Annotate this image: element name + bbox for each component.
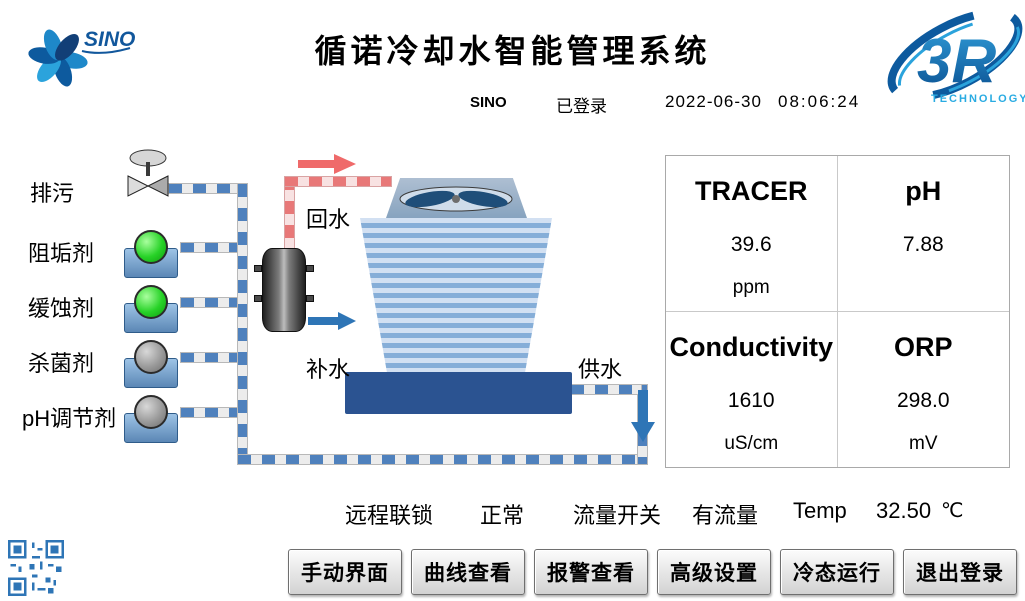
metric-unit: ppm xyxy=(732,277,770,298)
label-corrosion-inhibitor: 缓蚀剂 xyxy=(28,296,95,321)
3r-logo-text: 3R xyxy=(917,27,996,96)
pipe-pump1-stub xyxy=(180,242,238,253)
metric-cell-tracer: TRACER 39.6 ppm xyxy=(666,156,838,312)
cold-run-button[interactable]: 冷态运行 xyxy=(780,549,894,595)
cooling-tower-fan-housing xyxy=(386,178,527,218)
label-scale-inhibitor: 阻垢剂 xyxy=(28,241,95,266)
metric-cell-ph: pH 7.88 xyxy=(837,156,1009,312)
pump-status-indicator xyxy=(134,340,168,374)
pump-biocide[interactable] xyxy=(122,340,180,388)
interlock-value: 正常 xyxy=(480,503,525,528)
metric-cell-conductivity: Conductivity 1610 uS/cm xyxy=(666,311,838,467)
flow-switch-label: 流量开关 xyxy=(573,503,662,528)
pump-corrosion-inhibitor[interactable] xyxy=(122,285,180,333)
metric-value: 7.88 xyxy=(902,233,944,256)
login-status: 已登录 xyxy=(556,97,607,116)
label-makeup-water: 补水 xyxy=(306,357,351,382)
supply-flow-arrow-icon xyxy=(631,390,655,442)
drain-valve[interactable] xyxy=(124,148,172,204)
metric-value: 298.0 xyxy=(896,388,950,412)
pipe-pump4-stub xyxy=(180,407,238,418)
advanced-settings-button[interactable]: 高级设置 xyxy=(657,549,771,595)
metric-name: pH xyxy=(905,176,942,206)
cooling-tower-body xyxy=(360,218,552,372)
filter-vessel[interactable] xyxy=(254,248,314,332)
metrics-panel: TRACER 39.6 ppm pH 7.88 Conductivity 161… xyxy=(665,155,1010,468)
label-return-water: 回水 xyxy=(306,207,351,232)
3r-technology-logo: 3R TECHNOLOGY xyxy=(887,8,1025,105)
alarm-view-button[interactable]: 报警查看 xyxy=(534,549,648,595)
interlock-label: 远程联锁 xyxy=(345,503,434,528)
system-time: 08:06:24 xyxy=(778,92,861,111)
label-biocide: 杀菌剂 xyxy=(28,351,95,376)
curve-view-button[interactable]: 曲线查看 xyxy=(411,549,525,595)
metric-value: 39.6 xyxy=(730,233,772,256)
pump-status-indicator xyxy=(134,230,168,264)
vessel-flange xyxy=(306,265,314,272)
temp-value: 32.50 xyxy=(876,498,932,523)
pipe-return-vertical xyxy=(284,176,295,250)
pump-scale-inhibitor[interactable] xyxy=(122,230,180,278)
metric-unit: uS/cm xyxy=(724,432,779,454)
fan-icon xyxy=(399,186,513,212)
pipe-bottom-return xyxy=(237,454,648,465)
pipe-pump3-stub xyxy=(180,352,238,363)
temp-unit: ℃ xyxy=(941,500,964,522)
3r-logo-subtext: TECHNOLOGY xyxy=(931,93,1025,105)
return-flow-arrow-icon xyxy=(298,154,356,174)
logged-in-user: SINO xyxy=(470,94,507,111)
flow-switch-value: 有流量 xyxy=(692,503,759,528)
sino-logo: SINO xyxy=(28,28,135,87)
makeup-flow-arrow-icon xyxy=(308,312,356,330)
metric-name: ORP xyxy=(893,331,953,362)
pipe-return-horizontal xyxy=(284,176,392,187)
logout-button[interactable]: 退出登录 xyxy=(903,549,1017,595)
system-date: 2022-06-30 xyxy=(665,92,762,111)
pump-status-indicator xyxy=(134,285,168,319)
vessel-flange xyxy=(254,295,262,302)
pipe-main-vertical xyxy=(237,183,248,465)
metric-cell-orp: ORP 298.0 mV xyxy=(838,312,1010,468)
temp-label: Temp xyxy=(793,498,847,523)
sino-logo-text: SINO xyxy=(84,28,135,51)
label-ph-regulator: pH调节剂 xyxy=(22,406,117,431)
cooling-tower-basin xyxy=(345,372,572,414)
pump-ph-regulator[interactable] xyxy=(122,395,180,443)
metric-name: TRACER xyxy=(695,176,808,206)
qr-code xyxy=(8,540,64,596)
metric-unit: mV xyxy=(909,432,938,454)
label-drain: 排污 xyxy=(30,181,75,206)
manual-screen-button[interactable]: 手动界面 xyxy=(288,549,402,595)
pipe-pump2-stub xyxy=(180,297,238,308)
metric-name: Conductivity xyxy=(669,331,833,362)
vessel-flange xyxy=(306,295,314,302)
page-title: 循诺冷却水智能管理系统 xyxy=(314,33,711,69)
label-supply-water: 供水 xyxy=(578,357,623,382)
pipe-drain xyxy=(168,183,247,194)
pump-status-indicator xyxy=(134,395,168,429)
vessel-flange xyxy=(254,265,262,272)
metric-value: 1610 xyxy=(727,388,775,412)
